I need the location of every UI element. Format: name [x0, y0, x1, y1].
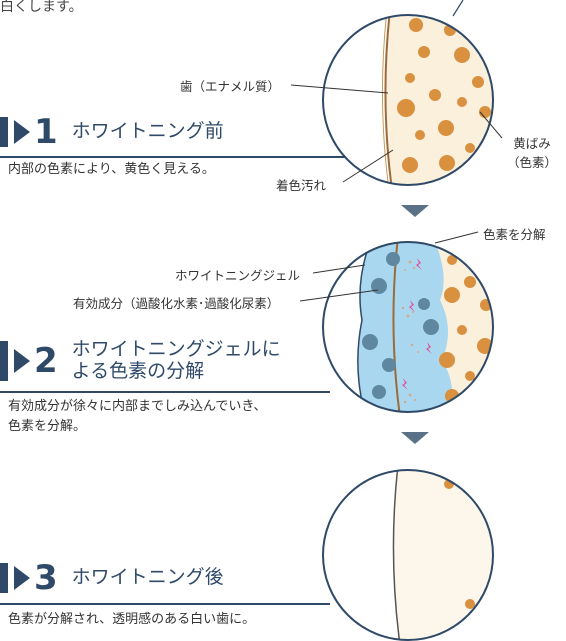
play-triangle-icon — [14, 348, 30, 373]
step-divider — [0, 156, 345, 158]
active-ingredient-label: 有効成分（過酸化水素･過酸化尿素） — [73, 296, 280, 311]
step-divider — [0, 603, 330, 605]
pigment-decompose-label: 色素を分解 — [483, 227, 546, 242]
leader-line — [312, 264, 366, 274]
step-2-description: 有効成分が徐々に内部までしみ込んでいき、 色素を分解。 — [8, 399, 267, 434]
step-number: 2 — [34, 340, 58, 381]
step-3-description: 色素が分解され、透明感のある白い歯に。 — [8, 612, 256, 627]
step-number: 3 — [34, 558, 58, 598]
step-3-heading: 3 ホワイトニング後 — [0, 561, 224, 595]
leader-line — [434, 231, 479, 244]
step-1-heading: 1 ホワイトニング前 — [0, 115, 224, 149]
leader-line — [479, 111, 503, 139]
step-2-heading: 2 ホワイトニングジェルに よる色素の分解 — [0, 338, 281, 383]
gel-label: ホワイトニングジェル — [175, 268, 301, 283]
arrow-down-icon — [401, 432, 429, 444]
arrow-down-icon — [401, 205, 429, 217]
yellowing-label: 黄ばみ （色素） — [507, 136, 558, 170]
leader-line — [290, 84, 389, 94]
play-triangle-icon — [14, 566, 30, 590]
play-triangle-icon — [14, 120, 30, 144]
intro-text: 白くします。 — [0, 0, 83, 15]
stain-label: 着色汚れ — [276, 178, 327, 193]
step-1-description: 内部の色素により、黄色く見える。 — [8, 162, 215, 177]
step-bar — [0, 340, 8, 381]
step-title: ホワイトニング後 — [71, 566, 224, 589]
tooth-gel-zoom — [323, 242, 493, 412]
step-title: ホワイトニング前 — [71, 120, 224, 143]
step-title: ホワイトニングジェルに よる色素の分解 — [71, 338, 281, 382]
step-bar — [0, 117, 8, 147]
tooth-after-zoom — [323, 470, 493, 640]
leader-line — [342, 149, 394, 183]
tooth-before-zoom — [323, 15, 493, 185]
step-divider — [0, 391, 330, 393]
leader-line — [299, 289, 379, 302]
step-number: 1 — [34, 112, 58, 152]
step-bar — [0, 563, 8, 593]
pointer-line — [452, 0, 464, 17]
enamel-label: 歯（エナメル質） — [180, 79, 281, 94]
